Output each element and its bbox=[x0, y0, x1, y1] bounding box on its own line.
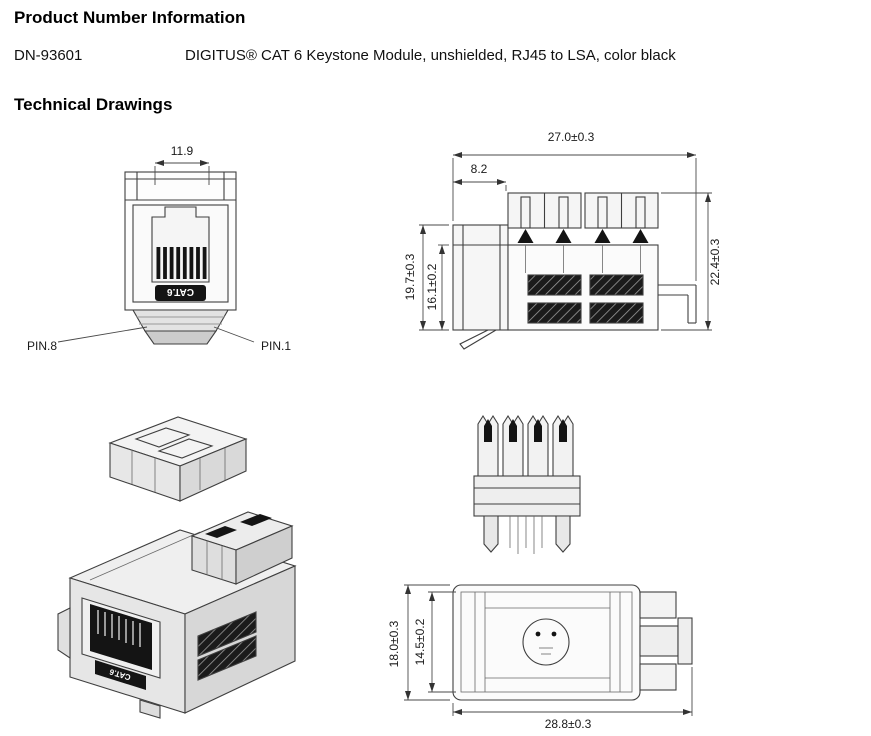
side-bracket bbox=[658, 284, 697, 324]
dim-label-plan-length: 28.8±0.3 bbox=[545, 717, 592, 731]
dimension-width-11-9: 11.9 bbox=[154, 144, 210, 185]
technical-drawings-heading: Technical Drawings bbox=[14, 95, 173, 114]
latch-tabs bbox=[639, 591, 693, 691]
idc-contacts bbox=[517, 229, 649, 273]
cat6-label-band bbox=[155, 285, 206, 301]
dim-label-width: 11.9 bbox=[171, 144, 194, 158]
wire-cap-body bbox=[473, 475, 581, 517]
dim-label-overall-width: 27.0±0.3 bbox=[548, 130, 595, 144]
wire-cap-legs bbox=[483, 515, 571, 554]
plan-view-drawing: 18.0±0.3 14.5±0.2 28.8±0.3 bbox=[387, 584, 693, 731]
dim-label-height-inner: 16.1±0.2 bbox=[425, 263, 439, 310]
dim-label-plan-height-overall: 18.0±0.3 bbox=[387, 620, 401, 667]
release-lever bbox=[459, 329, 497, 350]
dim-label-height-overall: 22.4±0.3 bbox=[708, 238, 722, 285]
rj45-opening-iso bbox=[81, 597, 161, 679]
pin8-label: PIN.8 bbox=[27, 339, 57, 353]
pin1-label: PIN.1 bbox=[261, 339, 291, 353]
dimension-height-overall-plan: 18.0±0.3 bbox=[387, 584, 450, 701]
hatched-contact-windows bbox=[527, 274, 644, 324]
dust-cap bbox=[108, 416, 248, 502]
latch-tab-iso bbox=[57, 607, 71, 660]
product-description: DIGITUS® CAT 6 Keystone Module, unshield… bbox=[185, 47, 676, 64]
product-number-information-heading: Product Number Information bbox=[14, 8, 246, 27]
wire-cap-drawing bbox=[473, 414, 581, 554]
rj45-pins bbox=[156, 247, 207, 279]
idc-tower-block bbox=[190, 511, 294, 585]
dim-label-plan-height-inner: 14.5±0.2 bbox=[413, 618, 427, 665]
pin8-callout: PIN.8 bbox=[27, 326, 148, 353]
front-view-body: CAT.6 bbox=[124, 171, 237, 345]
keystone-module: CAT.6 bbox=[57, 511, 297, 719]
side-view-drawing: 27.0±0.3 8.2 19.7±0.3 16.1±0.2 bbox=[403, 130, 722, 350]
dimension-length-plan: 28.8±0.3 bbox=[452, 667, 693, 731]
side-view-body bbox=[452, 192, 697, 350]
dim-label-height-housing: 19.7±0.3 bbox=[403, 253, 417, 300]
dim-label-offset: 8.2 bbox=[471, 162, 488, 176]
wire-cap-towers bbox=[477, 414, 574, 477]
product-number: DN-93601 bbox=[14, 47, 83, 64]
cat6-band-iso bbox=[95, 660, 146, 690]
dimension-height-housing: 19.7±0.3 bbox=[403, 224, 449, 331]
dimension-height-inner: 16.1±0.2 bbox=[425, 244, 449, 330]
dimension-offset: 8.2 bbox=[453, 162, 507, 191]
dimension-overall-width: 27.0±0.3 bbox=[452, 130, 697, 281]
cat6-label: CAT.6 bbox=[167, 286, 194, 297]
pin1-callout: PIN.1 bbox=[213, 326, 291, 353]
mold-stamp-circle bbox=[522, 618, 570, 666]
hatched-windows-iso bbox=[197, 611, 257, 681]
rj45-opening bbox=[151, 206, 210, 283]
plan-view-body bbox=[452, 584, 693, 701]
isometric-view-drawing: CAT.6 bbox=[57, 416, 297, 719]
dimension-height-inner-plan: 14.5±0.2 bbox=[413, 591, 456, 693]
dimension-height-overall: 22.4±0.3 bbox=[661, 192, 722, 331]
front-view-drawing: CAT.6 11.9 PIN.8 PIN.1 bbox=[27, 144, 291, 353]
